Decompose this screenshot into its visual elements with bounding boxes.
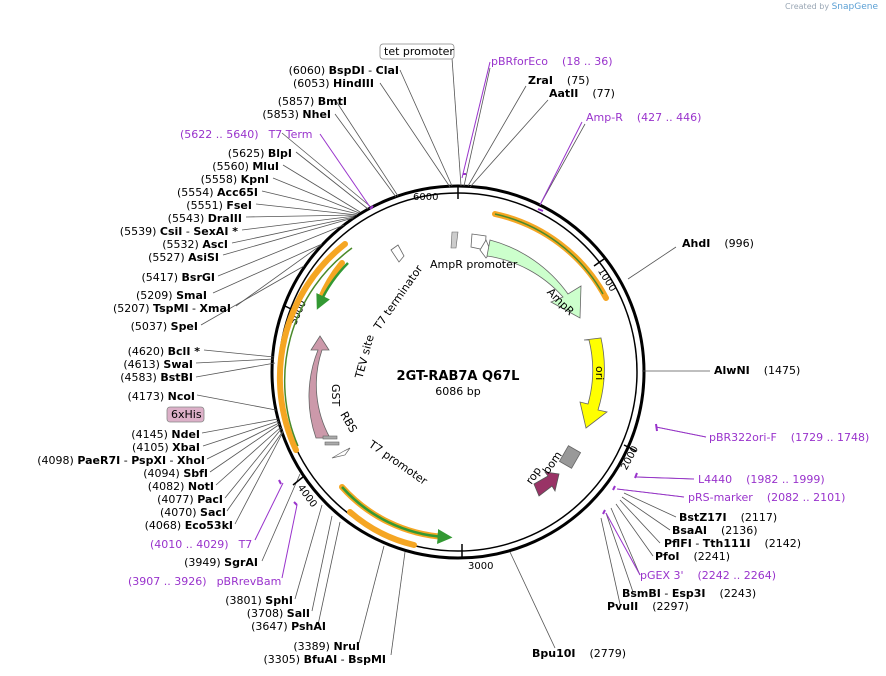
ori-arrow [579,337,608,429]
site-bstbi: (4583) BstBI [120,371,193,384]
site-ncoi: (4173) NcoI [128,390,195,403]
tet-promoter-box [379,43,455,60]
site-pflfi: PflFI - Tth111I(2142) [664,537,801,550]
snapgene-branding: Created by SnapGene [785,2,878,12]
label-rbs: RBS [337,409,359,435]
site-nrui: (3389) NruI [293,640,360,653]
site-sbfi: (4094) SbfI [143,467,208,480]
site-tspmi: (5207) TspMI - XmaI [113,302,231,315]
tet-promoter-marker [450,231,459,249]
primer-pbrrevbam: (3907 .. 3926)pBRrevBam [128,575,281,588]
site-kpni: (5558) KpnI [201,173,269,186]
site-smai: (5209) SmaI [136,289,207,302]
site-asisi: (5527) AsiSI [148,251,219,264]
site-alwni: AlwNI(1475) [714,364,800,377]
label-t7-promoter: T7 promoter [365,437,430,488]
primer-amp-r: Amp-R(427 .. 446) [586,111,701,124]
tick-6000: 6000 [413,192,438,203]
site-ndei: (4145) NdeI [131,428,200,441]
primer-leaders [254,61,707,579]
site-acc65i: (5554) Acc65I [177,186,258,199]
site-nhei: (5853) NheI [262,108,331,121]
site-saci: (4070) SacI [160,506,226,519]
bom-box [558,445,582,469]
site-bpu10i: Bpu10I(2779) [532,647,626,660]
site-bcli: (4620) BclI * [128,345,201,358]
plasmid-name: 2GT-RAB7A Q67L [397,369,520,384]
primer-l4440: L4440(1982 .. 1999) [698,473,825,486]
site-aatii: AatII(77) [549,87,615,100]
site-noti: (4082) NotI [148,480,214,493]
site-asci: (5532) AscI [162,238,228,251]
primer-t7-term: (5622 .. 5640)T7 Term [180,128,312,141]
primer-t7: (4010 .. 4029)T7 [150,538,252,551]
site-paer7i: (4098) PaeR7I - PspXI - XhoI [37,454,205,467]
t7-promoter-arrow [331,447,351,459]
label-gst: GST [329,384,342,407]
site-bsaai: BsaAI(2136) [672,524,758,537]
site-zrai: ZraI(75) [528,74,590,87]
site-sphi: (3801) SphI [225,594,293,607]
primer-ticks [278,173,658,515]
site-csii: (5539) CsiI - SexAI * [120,225,238,238]
label-ampr-promoter: AmpR promoter [430,258,518,271]
primer-pbrforeco: pBRforEco(18 .. 36) [491,55,613,68]
primer-arrow-gst-left [276,241,348,453]
site-bstz17i: BstZ17I(2117) [679,511,777,524]
site-hindiii: (6053) HindIII [293,77,374,90]
rbs-marker-2 [324,441,340,446]
primer-prs-marker: pRS-marker(2082 .. 2101) [688,491,845,504]
site-paci: (4077) PacI [157,493,223,506]
plasmid-size: 6086 bp [435,385,480,398]
site-bmti: (5857) BmtI [278,95,347,108]
site-xbai: (4105) XbaI [132,441,200,454]
site-draiii: (5543) DraIII [168,212,242,225]
rbs-marker [322,435,338,440]
site-pshai: (3647) PshAI [251,620,326,633]
site-pvuii: PvuII(2297) [607,600,689,613]
site-bfuai: (3305) BfuAI - BspMI [263,653,386,666]
rop-arrow [533,471,560,497]
primer-arrow-t7term-green [316,262,349,310]
site-sali: (3708) SalI [247,607,310,620]
site-ahdi: AhdI(996) [682,237,754,250]
label-tet-promoter: tet promoter [384,45,454,58]
site-blpi: (5625) BlpI [228,147,292,160]
primer-pbr322ori-f: pBR322ori-F(1729 .. 1748) [709,431,869,444]
site-eco53ki: (4068) Eco53kI [145,519,233,532]
leader-lines-left [195,69,453,656]
his-tag-box [166,406,205,423]
site-spei: (5037) SpeI [131,320,198,333]
site-swai: (4613) SwaI [123,358,193,371]
label-6xhis: 6xHis [171,408,202,421]
gst-arrow [308,335,331,439]
primer-arrow-rev-orange [347,509,417,548]
site-bspdi: (6060) BspDI - ClaI [289,64,399,77]
site-fsei: (5551) FseI [186,199,252,212]
label-t7-terminator: T7 terminator [371,262,426,333]
tick-3000: 3000 [468,561,493,572]
left-site-labels: (6060) BspDI - ClaI (6053) HindIII (5857… [37,64,399,666]
site-sgrai: (3949) SgrAI [184,556,258,569]
primer-arrow-amp-line [494,213,604,295]
created-by-text: Created by [785,2,830,11]
primer-arrow-t7-green [341,486,453,545]
label-tev-site: TEV site [352,333,376,381]
site-pfoi: PfoI(2241) [655,550,730,563]
primer-pgex3: pGEX 3'(2242 .. 2264) [640,569,776,582]
t7-terminator-marker [390,244,405,263]
site-bsmbi: BsmBI - Esp3I(2243) [622,587,756,600]
primer-arrow-gst-left-line [283,247,353,447]
tick-4000: 4000 [295,483,319,510]
label-ori: ori [593,366,606,380]
snapgene-logo-text: SnapGene [831,2,878,12]
site-bsrgi: (5417) BsrGI [141,271,215,284]
ampr-arrow [486,239,582,319]
site-mlui: (5560) MluI [212,160,279,173]
